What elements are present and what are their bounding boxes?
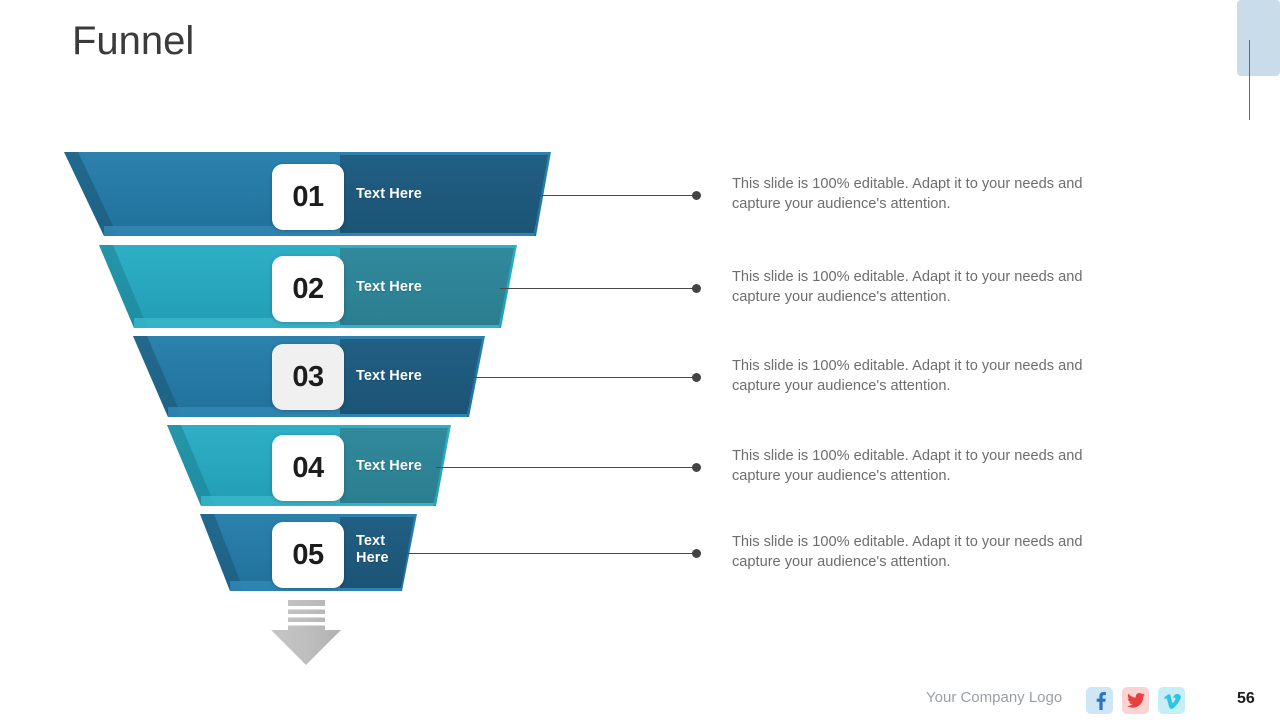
connector-dot-4 — [692, 463, 701, 472]
funnel-step-number-5[interactable]: 05 — [272, 522, 344, 588]
funnel-step-label-4: Text Here — [356, 458, 422, 474]
funnel-step-label-5: Text Here — [356, 533, 402, 567]
funnel-diagram: 01 02 03 04 05 Text Here Text Here Text … — [64, 152, 551, 665]
funnel-step-label-5-line-2: Here — [356, 550, 389, 566]
connector-line-3 — [468, 377, 694, 378]
vimeo-icon[interactable] — [1158, 687, 1185, 714]
scrollbar-track-line — [1249, 40, 1250, 120]
description-text-2: This slide is 100% editable. Adapt it to… — [732, 269, 1083, 305]
description-text-3: This slide is 100% editable. Adapt it to… — [732, 358, 1083, 394]
connector-line-2 — [500, 288, 694, 289]
funnel-step-label-5-line-1: Text — [356, 533, 386, 549]
connector-line-5 — [403, 553, 694, 554]
description-text-4: This slide is 100% editable. Adapt it to… — [732, 448, 1083, 484]
connector-dot-3 — [692, 373, 701, 382]
scrollbar-thumb[interactable] — [1237, 0, 1280, 76]
connector-line-1 — [536, 195, 694, 196]
facebook-icon[interactable] — [1086, 687, 1113, 714]
connector-dot-2 — [692, 284, 701, 293]
connector-line-4 — [436, 467, 694, 468]
company-logo-text: Your Company Logo — [926, 689, 1063, 706]
twitter-icon[interactable] — [1122, 687, 1149, 714]
funnel-step-number-2[interactable]: 02 — [272, 256, 344, 322]
funnel-step-number-3[interactable]: 03 — [272, 344, 344, 410]
down-arrow-icon — [271, 600, 341, 665]
funnel-step-label-3: Text Here — [356, 368, 422, 384]
funnel-shapes — [64, 152, 551, 665]
connector-dot-5 — [692, 549, 701, 558]
funnel-step-number-1[interactable]: 01 — [272, 164, 344, 230]
funnel-step-label-2: Text Here — [356, 279, 422, 295]
description-text-1: This slide is 100% editable. Adapt it to… — [732, 176, 1083, 212]
connector-dot-1 — [692, 191, 701, 200]
description-text-5: This slide is 100% editable. Adapt it to… — [732, 534, 1083, 570]
funnel-step-label-1: Text Here — [356, 186, 422, 202]
page-title: Funnel — [72, 19, 195, 63]
funnel-step-number-4[interactable]: 04 — [272, 435, 344, 501]
page-number: 56 — [1237, 690, 1255, 707]
